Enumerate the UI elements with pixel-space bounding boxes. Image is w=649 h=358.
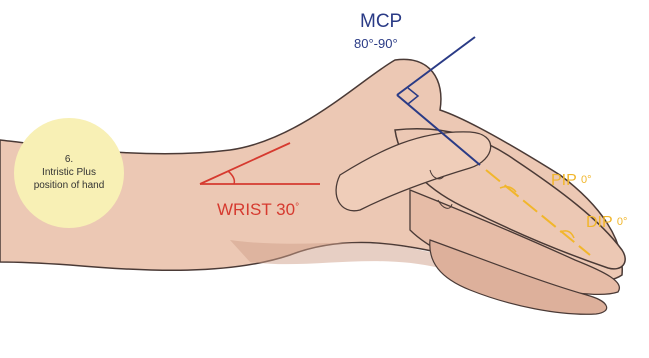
pip-label: PIP 0° [551, 173, 591, 189]
wrist-label: WRIST 30° [217, 201, 299, 218]
mcp-title: MCP [360, 12, 402, 31]
pip-label-text: PIP [551, 172, 581, 189]
wrist-label-text: WRIST 30 [217, 200, 295, 219]
wrist-label-unit: ° [295, 202, 299, 213]
caption-circle: 6. Intristic Plus position of hand [14, 118, 124, 228]
caption-text: Intristic Plus position of hand [29, 167, 109, 192]
dip-label-value: 0° [617, 216, 628, 228]
pip-label-value: 0° [581, 174, 592, 186]
caption-number: 6. [65, 154, 73, 165]
dip-label-text: DIP [586, 214, 617, 231]
dip-label: DIP 0° [586, 215, 627, 231]
mcp-range: 80°-90° [354, 37, 398, 50]
